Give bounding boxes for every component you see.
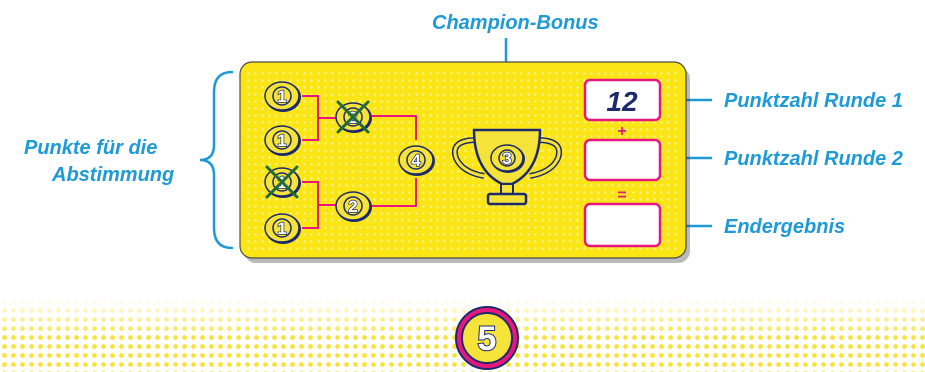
vote-token-4: 1 xyxy=(265,214,301,244)
final-token-value: 4 xyxy=(411,151,421,170)
trophy-token: 3 xyxy=(491,145,525,173)
vote-token-1: 1 xyxy=(265,82,301,112)
final-result-label: Endergebnis xyxy=(724,214,845,240)
votes-label-line2: Abstimmung xyxy=(52,162,174,188)
equals-sign: = xyxy=(617,187,626,204)
final-token: 4 xyxy=(399,146,435,176)
round2-label: Punktzahl Runde 2 xyxy=(724,146,903,172)
semi-token-2: 2 xyxy=(336,192,372,222)
vote-token-4-value: 1 xyxy=(277,219,286,238)
vote-token-2-value: 1 xyxy=(277,131,286,150)
vote-token-2: 1 xyxy=(265,126,301,156)
vote-token-1-value: 1 xyxy=(277,87,286,106)
round1-label: Punktzahl Runde 1 xyxy=(724,88,903,114)
page-number-badge: 5 xyxy=(456,307,518,369)
round1-value: 12 xyxy=(606,86,638,117)
page-number: 5 xyxy=(478,320,497,358)
votes-label-line1: Punkte für die xyxy=(24,135,157,161)
semi-token-2-value: 2 xyxy=(348,197,357,216)
left-brace xyxy=(200,72,232,248)
round2-score-box[interactable] xyxy=(585,140,660,180)
score-boxes: + = 12 xyxy=(585,80,660,246)
plus-sign: + xyxy=(617,123,626,140)
champion-bonus-label: Champion-Bonus xyxy=(432,10,599,36)
trophy-token-value: 3 xyxy=(502,149,511,168)
final-score-box[interactable] xyxy=(585,204,660,246)
